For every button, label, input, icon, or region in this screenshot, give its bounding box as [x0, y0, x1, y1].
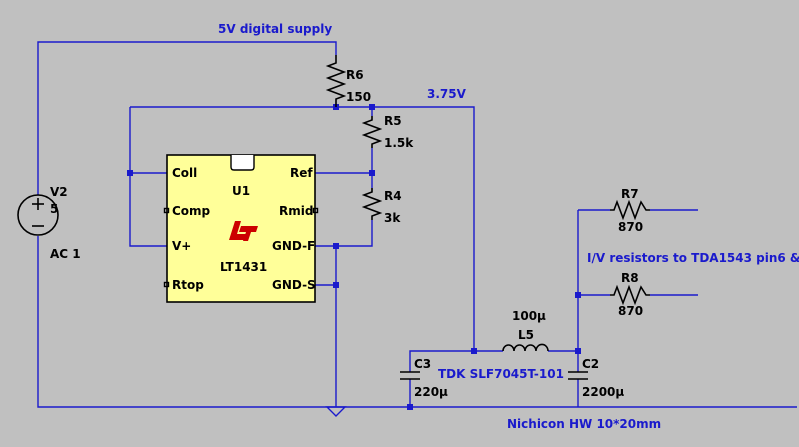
u1-pin-rmid: Rmid [279, 204, 313, 218]
pin-comp-marker [163, 207, 170, 214]
c3-name: C3 [414, 357, 431, 371]
junction-dot [333, 243, 339, 249]
r8-zigzag [610, 284, 650, 306]
r4-zigzag [361, 188, 383, 220]
junction-dot [575, 348, 581, 354]
l5-coils [502, 343, 549, 352]
r8-value: 870 [618, 304, 643, 318]
junction-dot [471, 348, 477, 354]
junction-dot [333, 282, 339, 288]
u1-pin-rtop: Rtop [172, 278, 204, 292]
junction-dot [127, 170, 133, 176]
c2-name: C2 [582, 357, 599, 371]
wire-coll-loop [129, 107, 167, 247]
wire-ground-left [37, 236, 797, 408]
ground-symbol [325, 406, 347, 417]
wire-supply-rail [37, 41, 337, 195]
l5-value: 100µ [512, 309, 546, 323]
u1-pin-gndf: GND-F [272, 239, 315, 253]
u1-pin-ref: Ref [290, 166, 313, 180]
r5-name: R5 [384, 114, 402, 128]
lt-logo-icon [229, 221, 258, 241]
v2-ac: AC 1 [50, 247, 81, 261]
u1-part: LT1431 [220, 260, 267, 274]
u1-ic: Coll Comp V+ Rtop Ref Rmid GND-F GND-S U… [163, 154, 319, 303]
note-supply: 5V digital supply [218, 22, 332, 36]
r4-value: 3k [384, 211, 401, 225]
junction-dot [575, 292, 581, 298]
r7-zigzag [610, 199, 650, 221]
wire-r4-bottom [315, 220, 373, 247]
u1-pin-gnds: GND-S [272, 278, 316, 292]
junction-dot [369, 170, 375, 176]
note-voltage: 3.75V [427, 87, 467, 101]
l5-inductor: 100µ L5 [502, 309, 549, 352]
r7-resistor: R7 870 [610, 187, 650, 234]
r7-value: 870 [618, 220, 643, 234]
r4-name: R4 [384, 189, 402, 203]
r6-zigzag [325, 55, 347, 107]
pin-rtop-marker [163, 281, 170, 288]
r6-name: R6 [346, 68, 364, 82]
u1-pin-comp: Comp [172, 204, 211, 218]
r6-resistor: R6 150 [325, 55, 371, 107]
r8-name: R8 [621, 271, 639, 285]
wire-node-375 [130, 106, 475, 351]
u1-notch [230, 155, 255, 171]
v2-name: V2 [50, 185, 68, 199]
note-nichicon: Nichicon HW 10*20mm [507, 417, 661, 431]
r7-name: R7 [621, 187, 639, 201]
c3-value: 220µ [414, 385, 448, 399]
v2-value: 5 [50, 202, 58, 216]
v2-circle [17, 194, 59, 236]
v2-source: V2 5 AC 1 [17, 185, 81, 261]
wires [37, 41, 797, 408]
u1-name: U1 [232, 184, 250, 198]
junction-dot [369, 104, 375, 110]
r5-zigzag [361, 116, 383, 148]
c3-capacitor: C3 220µ [400, 357, 448, 399]
note-tdk: TDK SLF7045T-101 [438, 367, 564, 381]
c2-value: 2200µ [582, 385, 624, 399]
pin-rmid-marker [312, 207, 319, 214]
u1-pin-coll: Coll [172, 166, 197, 180]
c2-capacitor: C2 2200µ [568, 357, 624, 399]
r5-value: 1.5k [384, 136, 414, 150]
note-iv-resistors: I/V resistors to TDA1543 pin6 & 8 [587, 251, 799, 265]
r8-resistor: R8 870 [610, 271, 650, 318]
r6-value: 150 [346, 90, 371, 104]
u1-pin-vplus: V+ [172, 239, 191, 253]
l5-name: L5 [518, 328, 534, 342]
r5-resistor: R5 1.5k [361, 114, 414, 150]
junction-dot [407, 404, 413, 410]
r4-resistor: R4 3k [361, 188, 402, 225]
